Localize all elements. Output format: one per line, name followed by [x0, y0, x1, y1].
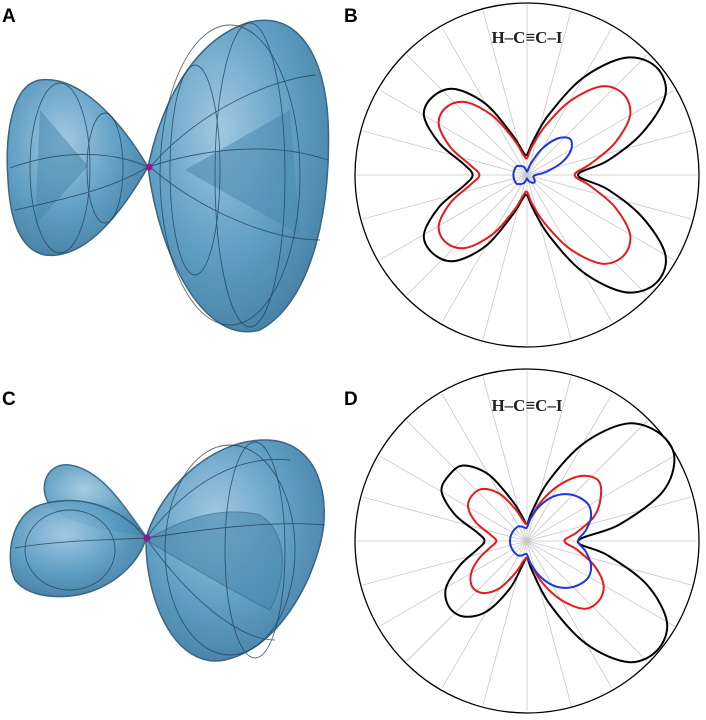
polar-b-spoke	[362, 130, 528, 176]
polar-b-outer-circle	[354, 2, 700, 348]
polar-b-spoke	[379, 89, 528, 176]
polar-d-spoke	[441, 393, 528, 542]
polar-b-spoke	[526, 174, 692, 220]
panel-a-inner-cone-left	[35, 110, 88, 225]
panel-a-surface	[6, 19, 330, 333]
panel-letter-d: D	[344, 389, 358, 410]
polar-b-spoke	[379, 174, 528, 261]
polar-b-spoke	[526, 174, 648, 296]
polar-d-spoke	[526, 540, 613, 689]
polar-d-spoke	[362, 496, 528, 542]
polar-b-spoke	[406, 174, 528, 296]
panel-c-lower-lobe	[145, 511, 283, 611]
polar-b-spoke	[441, 27, 528, 176]
panel-letter-b: B	[344, 6, 358, 27]
polar-d-spoke	[362, 540, 528, 586]
polar-d-spoke	[526, 496, 692, 542]
polar-d-outer-circle	[354, 368, 700, 714]
panel-c-left-lobe	[9, 499, 147, 598]
polar-b-series-red	[437, 85, 632, 265]
polar-d-spoke	[441, 540, 528, 689]
polar-b-spoke	[526, 89, 675, 176]
polar-d-title: H–C≡C–I	[491, 396, 562, 415]
polar-b-title: H–C≡C–I	[491, 28, 562, 47]
polar-d-series-blue	[508, 493, 593, 589]
panel-a-atom	[145, 163, 153, 171]
polar-d-spoke	[526, 540, 692, 586]
panel-letter-c: C	[2, 389, 16, 410]
polar-b-spoke	[406, 54, 528, 176]
polar-d-spoke	[526, 540, 648, 662]
panel-c-surface	[9, 439, 326, 662]
polar-d-spoke	[379, 540, 528, 627]
polar-b-series-black	[422, 56, 667, 294]
polar-d-spoke	[526, 420, 648, 542]
polar-b-spoke	[526, 10, 572, 176]
polar-d-spoke	[406, 540, 528, 662]
panel-a-meridians	[9, 22, 329, 328]
polar-d-series-black	[440, 422, 676, 664]
polar-d-spoke	[526, 393, 613, 542]
polar-b-series-blue	[512, 136, 573, 186]
polar-b-spoke	[362, 174, 528, 220]
polar-plot-d: H–C≡C–I	[354, 368, 700, 714]
polar-b-spoke	[441, 174, 528, 323]
polar-d-spoke	[526, 540, 675, 627]
panel-a-inner-cone-right	[185, 110, 300, 235]
polar-d-spoke	[379, 455, 528, 542]
polar-b-spoke	[526, 174, 572, 340]
panel-letter-a: A	[2, 6, 16, 27]
polar-d-spoke	[406, 420, 528, 542]
panel-c-atom	[143, 534, 151, 542]
polar-b-spoke	[526, 174, 675, 261]
polar-b-spoke	[526, 54, 648, 176]
polar-plot-b: H–C≡C–I	[354, 2, 700, 348]
polar-d-series-red	[467, 474, 605, 610]
